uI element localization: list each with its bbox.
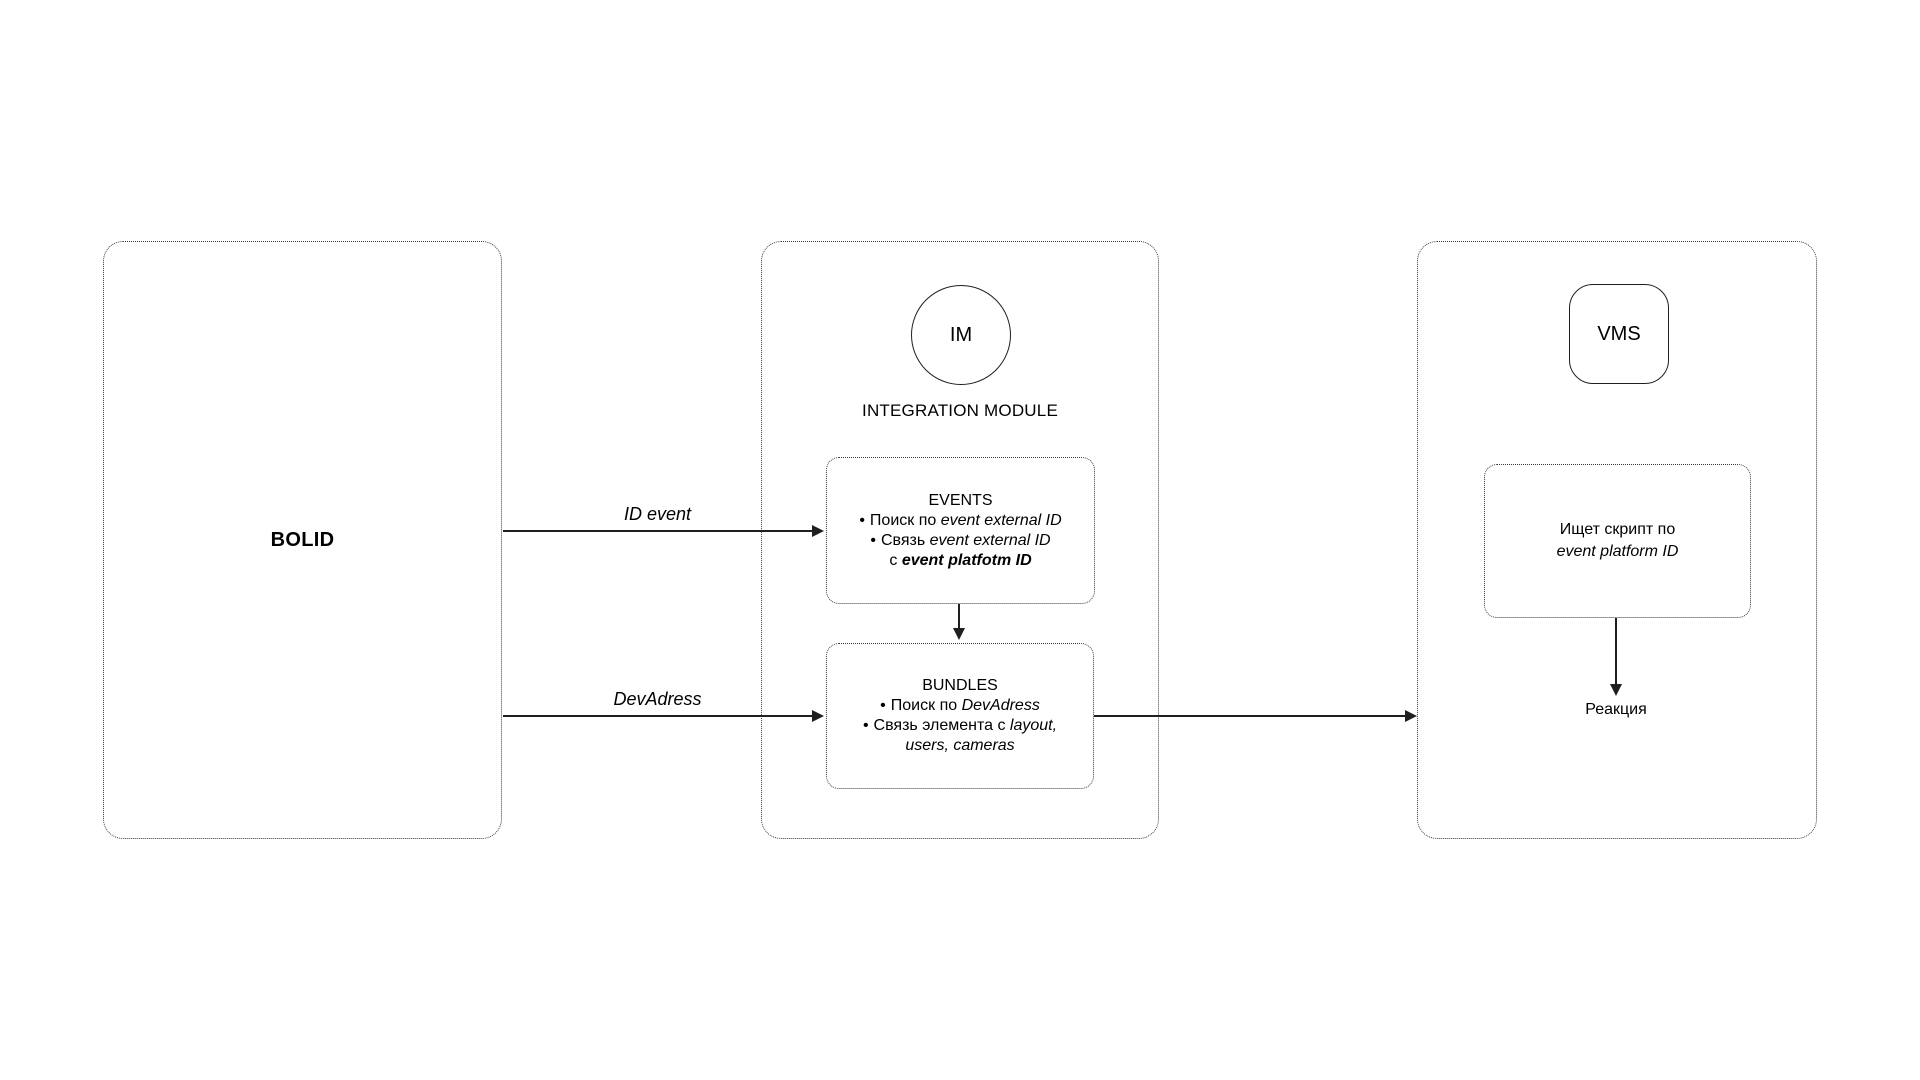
bundles-bullet2-text: Связь элемента с [873,717,1010,734]
bundles-title: BUNDLES [922,677,998,694]
bullet-glyph: • [862,717,869,734]
events-bullet-line-2: • Связь event external ID [870,531,1050,551]
arrowhead [812,525,824,537]
script-line-2: event platform ID [1556,543,1679,560]
bolid-title: BOLID [270,528,335,551]
bundles-line-3: users, cameras [905,737,1015,754]
bullet-glyph: • [880,697,886,714]
im-circle-label: IM [949,323,973,346]
bundles-bullet-line-2: •Связь элемента с layout, [863,716,1057,736]
events-line3-bold-italic: event platfotm ID [901,551,1032,569]
events-bullet1-text: Поиск по [869,511,941,529]
vms-square-badge: VMS [1569,284,1669,384]
events-bullet2-text: Связь [881,531,930,549]
arrowhead [1405,710,1417,722]
bullet-glyph: • [859,511,865,529]
script-line-1: Ищет скрипт по [1559,521,1676,538]
script-search-node: Ищет скрипт по event platform ID [1484,464,1751,618]
integration-module-container: IM INTEGRATION MODULE EVENTS •Поиск по e… [761,241,1159,839]
events-bullet1-italic: event external ID [940,511,1062,529]
events-to-bundles-arrow-line [958,604,960,629]
bundles-bullet1-text: Поиск по [890,697,962,714]
devadress-arrow-label: DevAdress [613,689,702,709]
id-event-arrow-label: ID event [623,504,692,524]
bullet-glyph: • [870,531,876,549]
vms-badge-label: VMS [1597,322,1641,345]
devadress-arrow-line [503,715,812,717]
events-bullet-line-1: •Поиск по event external ID [859,511,1061,531]
id-event-arrow-line [503,530,812,532]
bundles-bullet1-italic: DevAdress [961,697,1040,714]
bolid-container: BOLID [103,241,502,839]
reaction-label: Реакция [1585,701,1647,718]
script-to-reaction-arrow-line [1615,618,1617,685]
events-title: EVENTS [928,491,993,509]
events-node: EVENTS •Поиск по event external ID •Связ… [826,457,1095,604]
arrowhead [1610,684,1622,696]
integration-module-caption: INTEGRATION MODULE [862,401,1058,420]
arrowhead [812,710,824,722]
arrowhead [953,628,965,640]
bundles-bullet2-italic: layout, [1009,717,1058,734]
bundles-node: BUNDLES •Поиск по DevAdress •Связь элеме… [826,643,1094,789]
bundles-to-vms-arrow-line [1094,715,1405,717]
events-line-3: с event platfotm ID [889,551,1031,571]
im-circle-badge: IM [911,285,1011,385]
vms-container: VMS Ищет скрипт по event platform ID [1417,241,1817,839]
events-bullet2-italic: event external ID [929,531,1051,549]
bundles-bullet-line-1: •Поиск по DevAdress [880,696,1040,716]
events-line3-text: с [889,551,902,569]
